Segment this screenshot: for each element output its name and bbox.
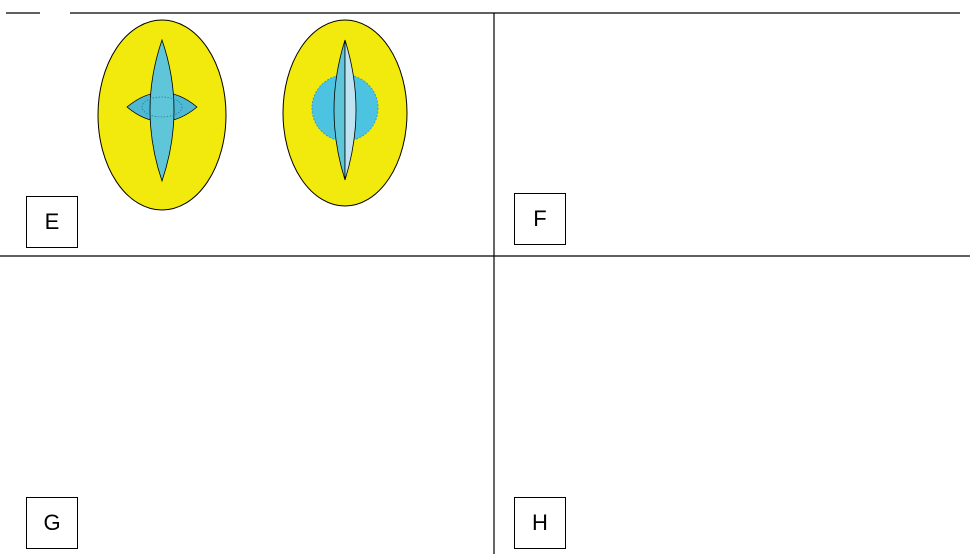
panel-e bbox=[98, 20, 407, 210]
panel-label-h: H bbox=[514, 497, 566, 549]
panel-label-g: G bbox=[26, 497, 78, 549]
cell-e-left bbox=[98, 20, 226, 210]
panel-label-e: E bbox=[26, 196, 78, 248]
cell-e-right bbox=[283, 20, 407, 206]
panel-label-f: F bbox=[514, 193, 566, 245]
